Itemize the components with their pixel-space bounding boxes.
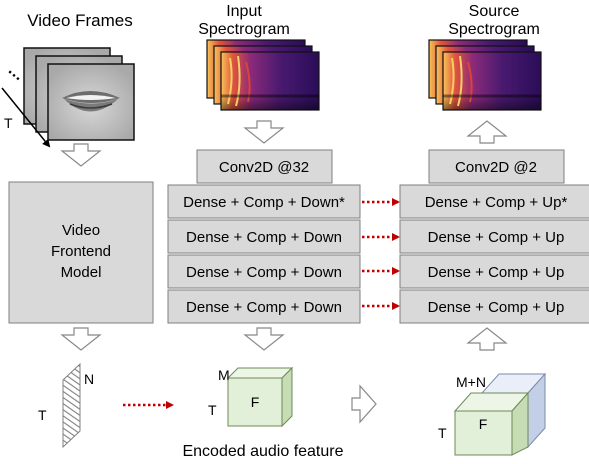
right-arrow-fusion (351, 384, 377, 424)
decoder-block-1-label: Dense + Comp + Up* (425, 194, 568, 211)
video-frontend-model-box (8, 181, 154, 324)
video-frontend-line3: Model (61, 264, 102, 281)
down-arrow-encoder (243, 327, 285, 351)
source-spectrogram-title-1: Source (469, 3, 520, 20)
encoder-block-3 (167, 254, 361, 289)
decoder-block-4 (399, 289, 589, 324)
decoder-block-4-label: Dense + Comp + Up (428, 299, 565, 316)
encoder-block-3-label: Dense + Comp + Down (186, 264, 342, 281)
decoder-block-3-label: Dense + Comp + Up (428, 264, 565, 281)
encoder-block-1-label: Dense + Comp + Down* (183, 194, 345, 211)
input-spectrogram-title-1: Input (226, 3, 262, 20)
decoder-block-2-label: Dense + Comp + Up (428, 229, 565, 246)
source-cube-t-label: T (438, 425, 447, 441)
video-frames-title: Video Frames (27, 11, 133, 30)
source-cube-mn-label: M+N (456, 374, 486, 390)
video-frontend-line1: Video (62, 222, 100, 239)
input-spectrogram-title-2: Spectrogram (198, 21, 290, 38)
decoder-conv-box (428, 149, 565, 184)
encoder-conv-label: Conv2D @32 (219, 159, 309, 176)
down-arrow-video (60, 143, 102, 167)
encoded-feature-cube (226, 366, 294, 428)
up-arrow-decoder (466, 327, 508, 351)
down-arrow-frontend (60, 327, 102, 351)
source-feature-cube (453, 372, 547, 456)
source-cube-f-label: F (479, 416, 488, 432)
source-spectrogram-title-2: Spectrogram (448, 21, 540, 38)
source-spectrogram-image (428, 39, 542, 111)
encoder-block-2 (167, 219, 361, 254)
encoded-cube-t-label: T (208, 402, 217, 418)
video-feature-sheet (62, 362, 81, 449)
decoder-block-3 (399, 254, 589, 289)
video-feature-n-label: N (84, 371, 94, 387)
decoder-block-1 (399, 184, 589, 219)
mouth-icon (62, 91, 120, 112)
encoded-cube-f-label: F (251, 394, 260, 410)
encoded-audio-feature-caption: Encoded audio feature (182, 443, 343, 460)
video-frontend-line2: Frontend (51, 243, 111, 260)
encoder-block-4 (167, 289, 361, 324)
video-feature-t-label: T (38, 407, 47, 423)
time-arrow (1, 87, 51, 148)
decoder-conv-label: Conv2D @2 (455, 159, 537, 176)
video-frames-stack (23, 47, 135, 141)
encoder-block-2-label: Dense + Comp + Down (186, 229, 342, 246)
encoded-cube-m-label: M (218, 367, 230, 383)
down-arrow-spectrogram (243, 120, 285, 144)
input-spectrogram-image (206, 39, 320, 111)
encoder-conv-box (196, 149, 333, 184)
decoder-block-2 (399, 219, 589, 254)
encoder-block-1 (167, 184, 361, 219)
encoder-block-4-label: Dense + Comp + Down (186, 299, 342, 316)
up-arrow-spectrogram (466, 120, 508, 144)
time-label-frames: T (4, 115, 13, 131)
